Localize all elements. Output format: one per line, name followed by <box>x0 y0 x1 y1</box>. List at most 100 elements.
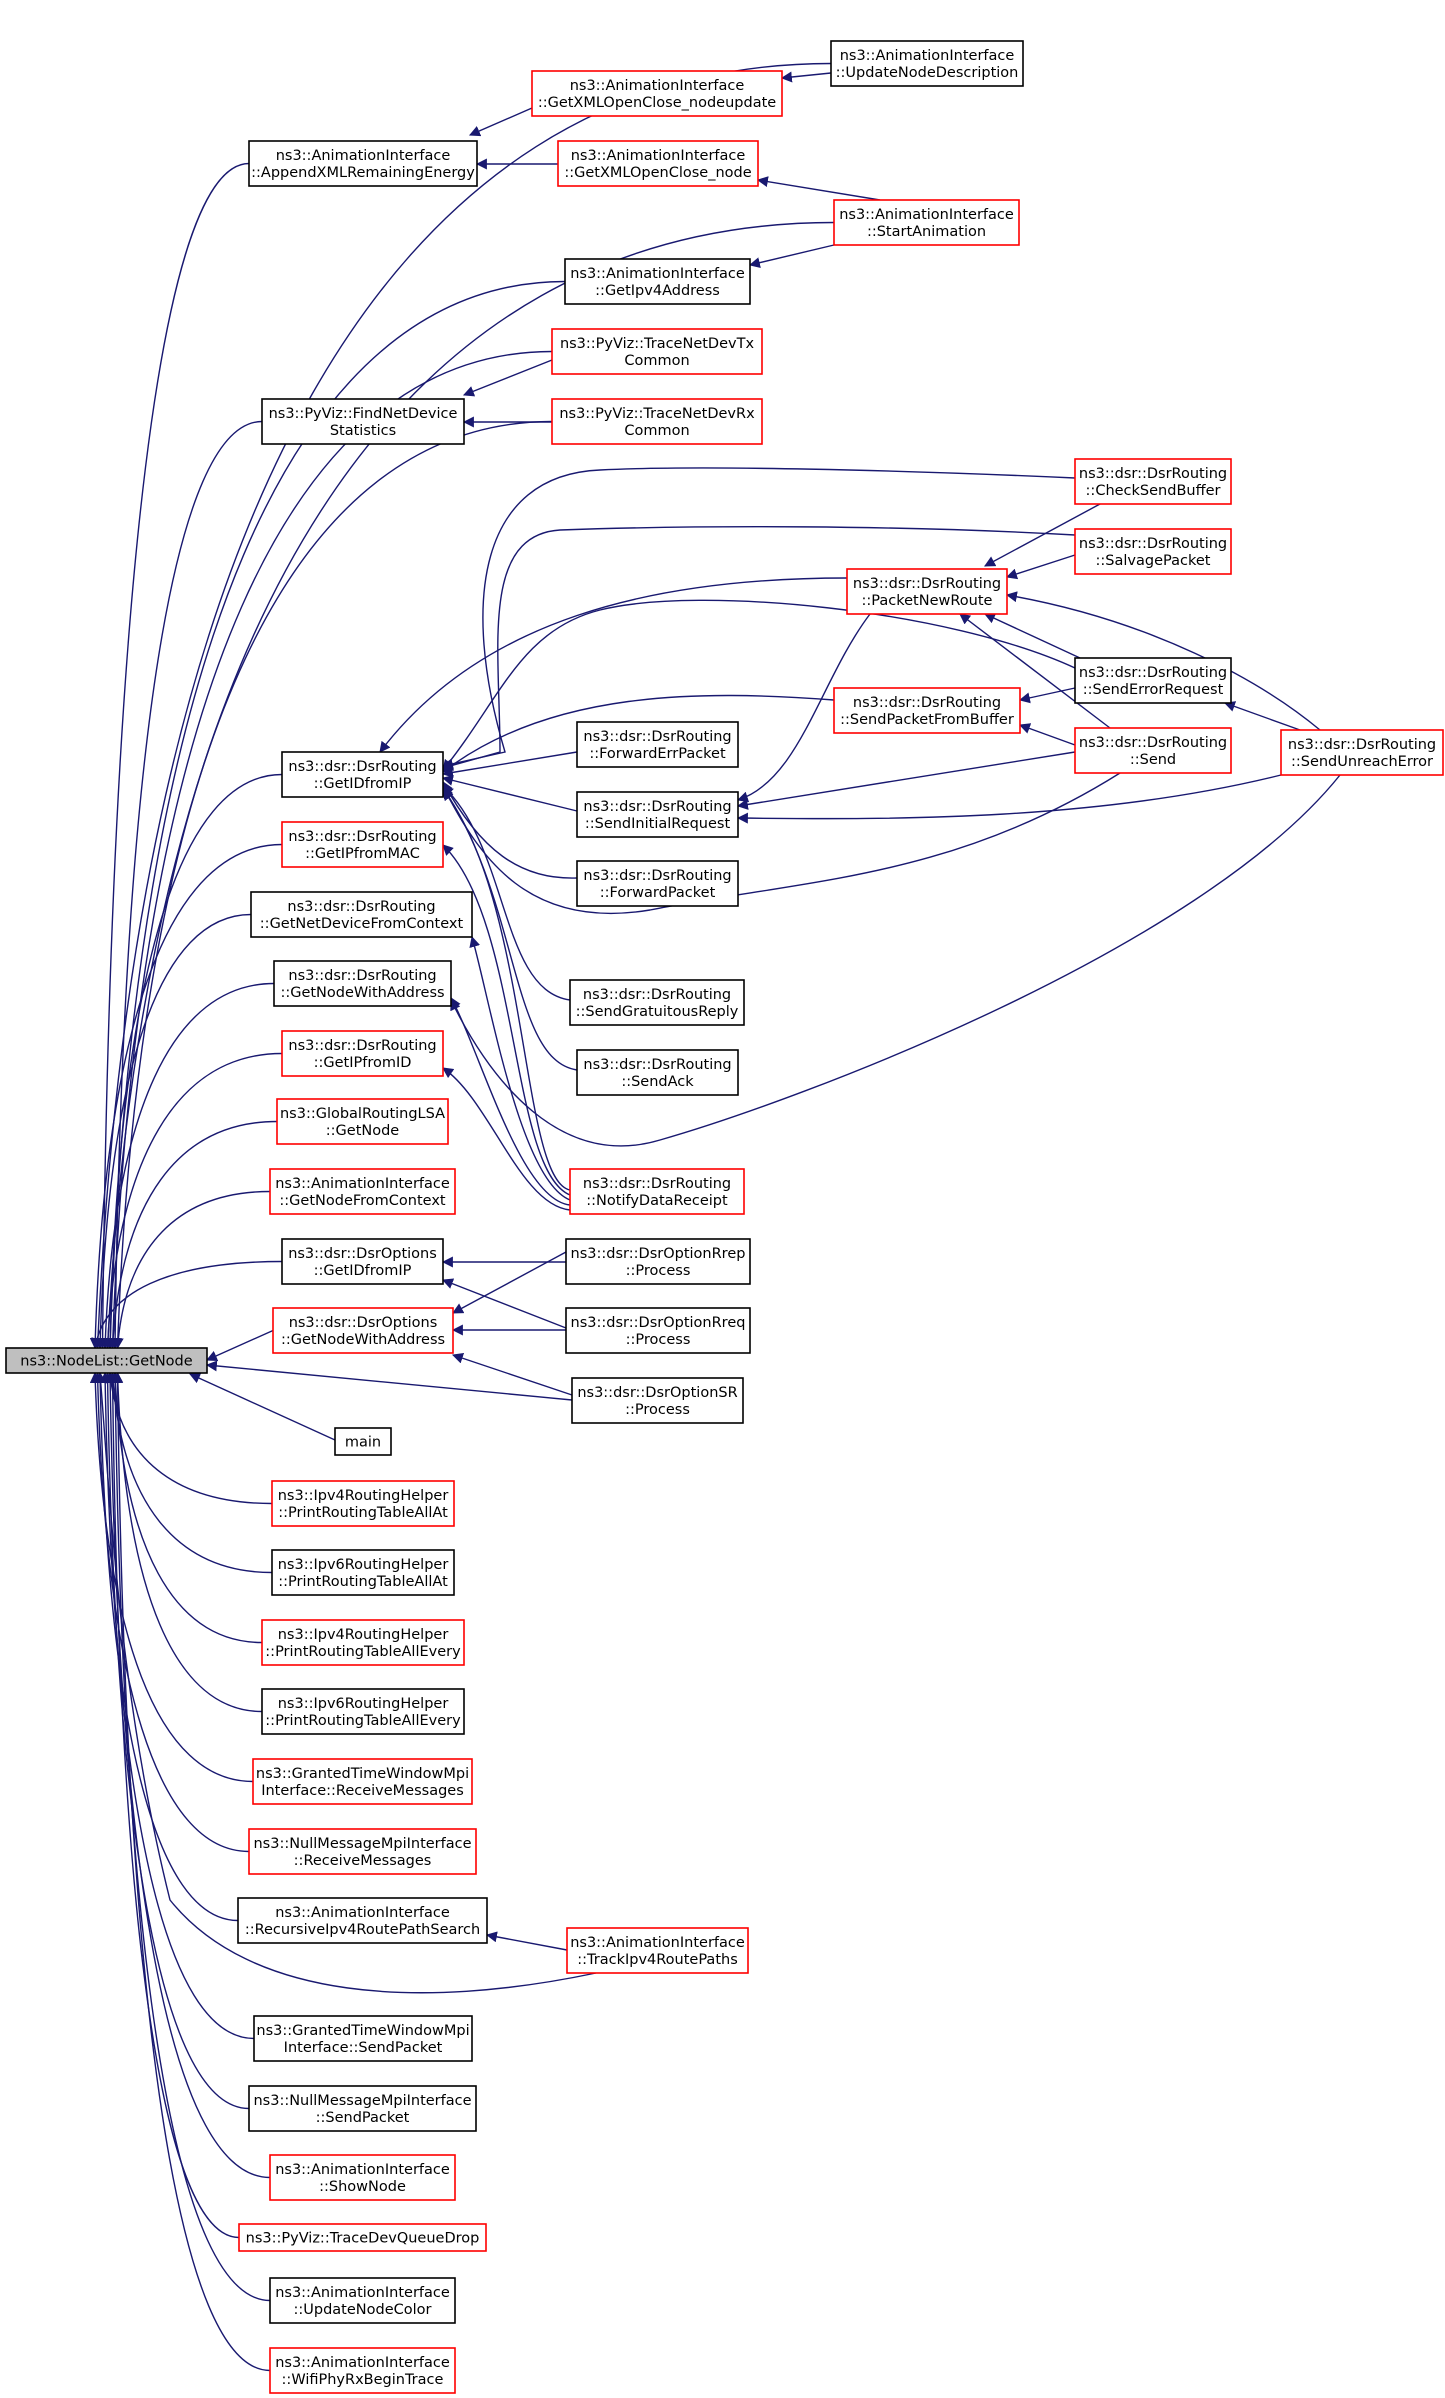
edge-checkSend-to-packetNewRoute <box>984 503 1101 567</box>
node-box <box>276 1098 449 1145</box>
node-label: ::GetIDfromIP <box>314 776 412 792</box>
node-ipv6PrintEvery[interactable]: ns3::Ipv6RoutingHelper::PrintRoutingTabl… <box>261 1688 465 1735</box>
node-optGetID[interactable]: ns3::dsr::DsrOptions::GetIDfromIP <box>281 1238 444 1285</box>
node-globalLSA[interactable]: ns3::GlobalRoutingLSA::GetNode <box>276 1098 449 1145</box>
node-sendAck[interactable]: ns3::dsr::DsrRouting::SendAck <box>576 1049 739 1096</box>
node-label: ns3::NullMessageMpiInterface <box>253 2093 471 2109</box>
node-traceQueue[interactable]: ns3::PyViz::TraceDevQueueDrop <box>238 2223 487 2252</box>
edge-animNodeCtx-to-root <box>112 1190 271 1350</box>
node-optGetNode[interactable]: ns3::dsr::DsrOptions::GetNodeWithAddress <box>272 1307 454 1354</box>
node-showNode[interactable]: ns3::AnimationInterface::ShowNode <box>269 2154 456 2201</box>
node-nullRecv[interactable]: ns3::NullMessageMpiInterface::ReceiveMes… <box>248 1828 477 1875</box>
node-appendXML[interactable]: ns3::AnimationInterface::AppendXMLRemain… <box>248 140 478 187</box>
node-box <box>281 751 444 798</box>
node-sr[interactable]: ns3::dsr::DsrOptionSR::Process <box>571 1377 744 1424</box>
node-rreq[interactable]: ns3::dsr::DsrOptionRreq::Process <box>565 1307 751 1354</box>
node-recursive[interactable]: ns3::AnimationInterface::RecursiveIpv4Ro… <box>237 1897 488 1944</box>
node-box <box>248 2085 477 2132</box>
node-grantedRecv[interactable]: ns3::GrantedTimeWindowMpiInterface::Rece… <box>252 1758 473 1805</box>
node-ipv6PrintAt[interactable]: ns3::Ipv6RoutingHelper::PrintRoutingTabl… <box>271 1549 455 1596</box>
node-label: ns3::AnimationInterface <box>275 2162 450 2178</box>
node-label: ::GetNode <box>326 1123 400 1139</box>
node-getIDfromIP[interactable]: ns3::dsr::DsrRouting::GetIDfromIP <box>281 751 444 798</box>
node-fwdPkt[interactable]: ns3::dsr::DsrRouting::ForwardPacket <box>576 860 739 907</box>
node-salvage[interactable]: ns3::dsr::DsrRouting::SalvagePacket <box>1074 528 1232 575</box>
node-label: Interface::ReceiveMessages <box>261 1783 464 1799</box>
edge-ipv4PrintEvery-to-root <box>109 1371 263 1644</box>
node-trackIpv4[interactable]: ns3::AnimationInterface::TrackIpv4RouteP… <box>566 1927 749 1974</box>
node-label: ns3::dsr::DsrRouting <box>583 1176 731 1192</box>
node-wifiRx[interactable]: ns3::AnimationInterface::WifiPhyRxBeginT… <box>269 2347 456 2394</box>
node-animNodeCtx[interactable]: ns3::AnimationInterface::GetNodeFromCont… <box>269 1168 456 1215</box>
node-label: ns3::dsr::DsrRouting <box>1079 735 1227 751</box>
node-box <box>271 1480 455 1527</box>
node-label: ns3::dsr::DsrRouting <box>1079 665 1227 681</box>
node-label: ns3::Ipv6RoutingHelper <box>278 1557 449 1573</box>
node-label: ns3::GlobalRoutingLSA <box>280 1106 445 1122</box>
node-updateNodeDesc[interactable]: ns3::AnimationInterface::UpdateNodeDescr… <box>830 40 1024 87</box>
node-getIPfromMAC[interactable]: ns3::dsr::DsrRouting::GetIPfromMAC <box>281 821 444 868</box>
node-box <box>551 328 763 375</box>
node-label: ::NotifyDataReceipt <box>586 1193 728 1209</box>
node-checkSend[interactable]: ns3::dsr::DsrRouting::CheckSendBuffer <box>1074 458 1232 505</box>
node-label: ns3::GrantedTimeWindowMpi <box>256 2023 469 2039</box>
node-box <box>281 1030 444 1077</box>
node-label: ns3::NodeList::GetNode <box>20 1354 192 1370</box>
node-send[interactable]: ns3::dsr::DsrRouting::Send <box>1074 727 1232 774</box>
node-label: ns3::Ipv4RoutingHelper <box>278 1488 449 1504</box>
node-label: ns3::dsr::DsrRouting <box>288 759 436 775</box>
node-label: ::ShowNode <box>319 2179 406 2195</box>
node-getIpv4[interactable]: ns3::AnimationInterface::GetIpv4Address <box>564 258 751 305</box>
node-box <box>833 199 1020 246</box>
node-box <box>5 1347 208 1374</box>
node-box <box>1074 727 1232 774</box>
node-sendGrat[interactable]: ns3::dsr::DsrRouting::SendGratuitousRepl… <box>569 979 745 1026</box>
edge-rreq-to-optGetID <box>441 1278 567 1329</box>
node-getIPfromID[interactable]: ns3::dsr::DsrRouting::GetIPfromID <box>281 1030 444 1077</box>
node-label: ::GetNodeWithAddress <box>281 1332 445 1348</box>
edge-ipv6PrintAt-to-root <box>107 1371 273 1574</box>
node-sendUnreach[interactable]: ns3::dsr::DsrRouting::SendUnreachError <box>1280 729 1444 776</box>
node-getNodeWithAddr[interactable]: ns3::dsr::DsrRouting::GetNodeWithAddress <box>273 960 452 1007</box>
node-sendPktBuf[interactable]: ns3::dsr::DsrRouting::SendPacketFromBuff… <box>833 687 1021 734</box>
node-main[interactable]: main <box>334 1427 392 1456</box>
node-getNetDevCtx[interactable]: ns3::dsr::DsrRouting::GetNetDeviceFromCo… <box>250 891 473 938</box>
node-root[interactable]: ns3::NodeList::GetNode <box>5 1347 208 1374</box>
node-notifyData[interactable]: ns3::dsr::DsrRouting::NotifyDataReceipt <box>569 1168 745 1215</box>
node-label: ::UpdateNodeDescription <box>836 65 1019 81</box>
node-getXMLNodeUpdate[interactable]: ns3::AnimationInterface::GetXMLOpenClose… <box>531 70 783 117</box>
node-box <box>1074 528 1232 575</box>
node-label: ::PrintRoutingTableAllAt <box>278 1574 448 1590</box>
node-box <box>238 2223 487 2252</box>
edge-notifyData-to-getIDfromIP <box>442 789 571 1191</box>
node-sendInitReq[interactable]: ns3::dsr::DsrRouting::SendInitialRequest <box>576 791 739 838</box>
node-rrep[interactable]: ns3::dsr::DsrOptionRrep::Process <box>565 1238 751 1285</box>
node-label: ns3::PyViz::TraceDevQueueDrop <box>246 2231 480 2247</box>
node-updateColor[interactable]: ns3::AnimationInterface::UpdateNodeColor <box>269 2277 456 2324</box>
node-label: Statistics <box>330 423 396 439</box>
node-label: Common <box>624 353 689 369</box>
node-nullSend[interactable]: ns3::NullMessageMpiInterface::SendPacket <box>248 2085 477 2132</box>
node-fwdErr[interactable]: ns3::dsr::DsrRouting::ForwardErrPacket <box>576 721 739 768</box>
node-box <box>248 140 478 187</box>
node-sendErrReq[interactable]: ns3::dsr::DsrRouting::SendErrorRequest <box>1074 657 1232 704</box>
edge-sendErrReq-to-packetNewRoute <box>984 613 1081 659</box>
node-getXMLNode[interactable]: ns3::AnimationInterface::GetXMLOpenClose… <box>557 140 759 187</box>
node-label: ::GetIDfromIP <box>314 1263 412 1279</box>
node-label: ::StartAnimation <box>867 224 986 240</box>
node-label: ::Process <box>626 1332 691 1348</box>
node-label: ::PrintRoutingTableAllEvery <box>265 1713 461 1729</box>
node-label: ::GetIPfromID <box>314 1055 412 1071</box>
node-packetNewRoute[interactable]: ns3::dsr::DsrRouting::PacketNewRoute <box>846 568 1008 615</box>
node-startAnim[interactable]: ns3::AnimationInterface::StartAnimation <box>833 199 1020 246</box>
node-ipv4PrintEvery[interactable]: ns3::Ipv4RoutingHelper::PrintRoutingTabl… <box>261 1619 465 1666</box>
edge-findNetDev-to-root <box>109 420 263 1350</box>
edge-sendPktBuf-to-getIDfromIP <box>442 694 835 773</box>
node-ipv4PrintAt[interactable]: ns3::Ipv4RoutingHelper::PrintRoutingTabl… <box>271 1480 455 1527</box>
node-grantedSend[interactable]: ns3::GrantedTimeWindowMpiInterface::Send… <box>253 2015 473 2062</box>
node-box <box>269 2154 456 2201</box>
